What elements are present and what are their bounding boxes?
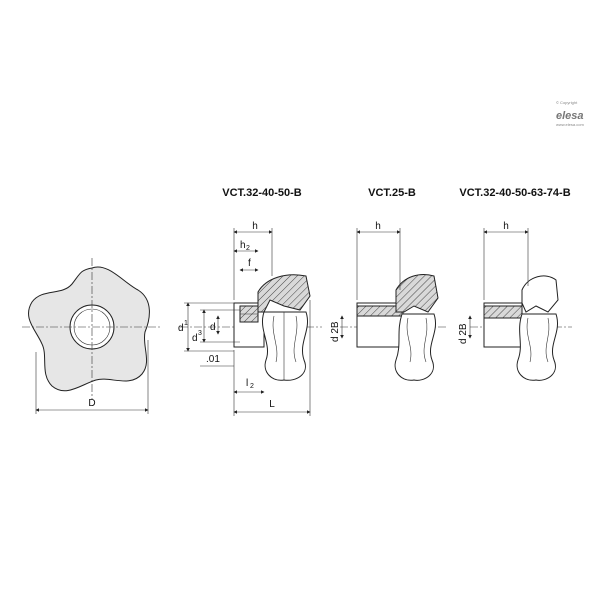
title-variant-b: VCT.25-B xyxy=(368,187,416,199)
b-knob-lobe xyxy=(394,313,436,381)
a-lobe-curve-1 xyxy=(272,315,278,363)
dim-l2-main: l xyxy=(246,378,248,389)
section-variant-b: h d 2B xyxy=(330,221,448,381)
logo-copyright: © Copyright xyxy=(556,100,578,105)
dim-h2-main: h xyxy=(240,240,246,251)
dim-h-b: h xyxy=(375,221,381,232)
section-variant-c: h d 2B xyxy=(458,221,572,381)
c-knob-top xyxy=(521,275,559,313)
dim-d1-sub: 1 xyxy=(184,320,188,327)
section-variant-a: h h 2 f d 1 d 3 d .01 l 2 L xyxy=(178,221,322,416)
c-knob-lobe xyxy=(516,313,558,381)
a-knob-lobe xyxy=(262,311,308,381)
logo-brand: elesa xyxy=(556,110,584,122)
title-variant-a: VCT.32-40-50-B xyxy=(222,187,302,199)
front-view: D xyxy=(22,258,160,414)
dim-d2B-c: d 2B xyxy=(458,323,469,344)
dim-d: d xyxy=(210,322,216,333)
title-variant-c: VCT.32-40-50-63-74-B xyxy=(459,187,570,199)
dim-h-c: h xyxy=(503,221,509,232)
dim-l2-sub: 2 xyxy=(250,383,254,390)
elesa-logo: © Copyright elesa www.elesa.com xyxy=(556,100,584,127)
dim-f: f xyxy=(248,258,251,269)
dim-d3-sub: 3 xyxy=(198,330,202,337)
logo-url: www.elesa.com xyxy=(556,122,584,127)
dim-d2B-b: d 2B xyxy=(330,321,341,342)
dim-h-a: h xyxy=(252,221,258,232)
c-lobe-curve-1 xyxy=(526,317,532,363)
b-lobe-curve-1 xyxy=(406,317,412,363)
dim-L: L xyxy=(269,399,275,410)
c-lobe-curve-2 xyxy=(545,317,550,363)
a-knob-hatch xyxy=(257,274,311,313)
b-knob-hatch xyxy=(395,274,439,313)
dim-D: D xyxy=(88,398,95,409)
c-insert-hatch xyxy=(483,305,523,319)
dim-d3-main: d xyxy=(192,333,198,344)
dim-h2-sub: 2 xyxy=(246,245,250,252)
a-lobe-curve-2 xyxy=(293,315,298,363)
b-lobe-curve-2 xyxy=(423,317,428,363)
dim-o1: .01 xyxy=(206,354,220,365)
dim-d1-main: d xyxy=(178,323,184,334)
